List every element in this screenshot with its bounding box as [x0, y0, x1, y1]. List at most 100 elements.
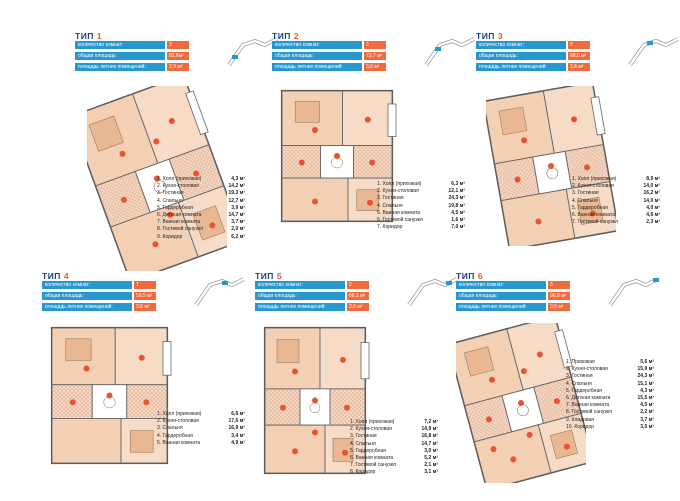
building-key-plan [608, 277, 659, 307]
room-number-marker [548, 163, 554, 169]
highlighted-unit-marker [435, 47, 441, 51]
type-number: 3 [497, 31, 504, 41]
room-name: 9. Коридор [157, 233, 183, 240]
room-area: 3,7 м² [231, 219, 245, 226]
room-number-marker [514, 176, 521, 183]
room-area: 5,2 м² [424, 455, 438, 462]
summer-area-row: площадь летних помещений: 3,6 м² [476, 63, 611, 71]
type-word: ТИП [75, 31, 94, 41]
floor-plan [263, 326, 370, 475]
room-area: 16,2 м² [643, 190, 660, 197]
room-number-marker [83, 365, 90, 372]
legend-item: 1. Холл (прихожая)8,9 м² [572, 176, 660, 183]
room-number-marker [312, 397, 318, 404]
room-name: 6. Ванная комната [350, 455, 393, 462]
room-area: 16,8 м² [421, 433, 438, 440]
room-name: 1. Холл (прихожая) [572, 176, 617, 182]
room-name: 6. Ванная комната [572, 212, 615, 219]
room-area: 4,3 м² [640, 387, 654, 394]
rooms-row: количество комнат: 2 [476, 41, 611, 49]
total-area-row: общая площадь: 73,7 м² [272, 52, 407, 60]
room-number-marker [563, 443, 570, 450]
highlighted-unit-marker [232, 55, 238, 59]
total-area-row: общая площадь: 68,1 м² [255, 292, 390, 300]
type-word: ТИП [476, 31, 495, 41]
room-number-marker [488, 376, 495, 383]
room-number-marker [583, 164, 590, 171]
type-word: ТИП [456, 271, 475, 281]
room-name: 4. Спальня [350, 440, 376, 447]
room-name: 5. Гардеробная [157, 204, 193, 211]
summer-area-label: площадь летних помещений: [476, 63, 566, 71]
room-name: 5. Ванная комната [157, 439, 200, 446]
building-key-plan [407, 277, 458, 307]
summer-area-row: площадь летних помещений: 3,6 м² [255, 303, 390, 311]
room-area: 14,0 м² [643, 197, 660, 204]
room-name: 4. Спальня [566, 380, 592, 387]
room-area: 2,3 м² [646, 219, 660, 226]
type-info-table: количество комнат: 2 общая площадь: 68,0… [476, 41, 611, 74]
room-number-marker [312, 127, 318, 133]
summer-area-label: площадь летних помещений: [42, 303, 132, 311]
rooms-row: количество комнат: 3 [456, 281, 591, 289]
summer-area-label: площадь летних помещений: [456, 303, 546, 311]
room-number-marker [292, 448, 298, 455]
total-area-row: общая площадь: 82,6м² [75, 52, 210, 60]
highlighted-unit-marker [222, 281, 228, 285]
room-area: 4,6 м² [646, 212, 660, 219]
rooms-row: количество комнат: 3 [75, 41, 210, 49]
room-area: 24,3 м² [448, 195, 465, 202]
rooms-label: количество комнат: [42, 281, 132, 289]
legend-item: 8. Гостевой санузел 2,2 м² [566, 409, 654, 416]
rooms-value: 2 [347, 281, 369, 289]
room-area: 19,8 м² [448, 202, 465, 209]
room-number-marker [536, 351, 543, 358]
legend-item: 1. Холл (прихожая)4,3 м² [157, 176, 245, 183]
room-number-marker [119, 150, 126, 157]
summer-area-value: 3,6 м² [347, 303, 369, 311]
room-area: 19,3 м² [228, 190, 245, 197]
room-area: 14,9 м² [421, 426, 438, 433]
rooms-row: количество комнат: 2 [272, 41, 407, 49]
room-name: 7. Гостевой санузел [350, 462, 397, 469]
legend-item: 7. Гостевой санузел 2,1 м² [350, 462, 438, 469]
room-name: 7. Ванная комната [157, 219, 200, 226]
room-area: 14,7 м² [228, 212, 245, 219]
room-area: 2,2 м² [640, 409, 654, 416]
room-number-marker [209, 222, 216, 229]
summer-area-label: площадь летних помещений: [272, 63, 362, 71]
room-area: 7,2 м² [424, 419, 438, 425]
floor-plan [280, 89, 397, 223]
room-number-marker [526, 431, 533, 438]
room-number-marker [342, 449, 348, 456]
room-area: 2,1 м² [424, 462, 438, 469]
room-number-marker [280, 404, 286, 411]
room-number-marker [340, 356, 346, 363]
rooms-label: количество комнат: [75, 41, 165, 49]
room-name: 8. Гостевой санузел [566, 409, 613, 416]
room-number-marker [490, 446, 497, 453]
room-name: 7. Гостевой санузел [572, 219, 619, 226]
building-key-plan [628, 37, 679, 67]
